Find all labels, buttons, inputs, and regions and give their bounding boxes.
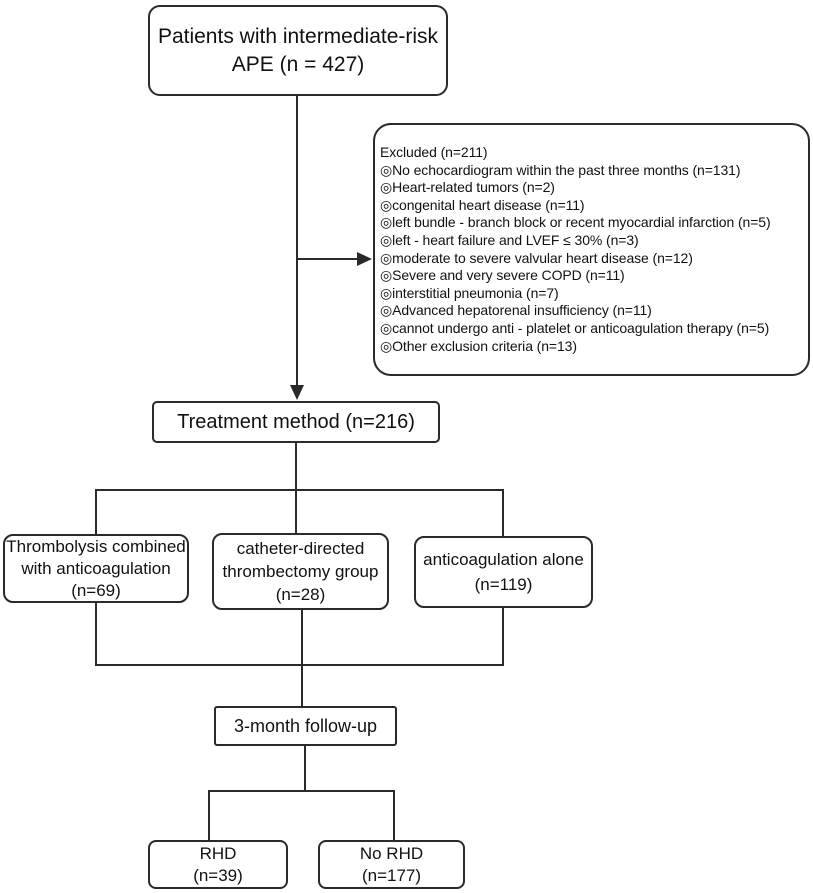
thrombectomy-box: catheter-directed thrombectomy group (n=… xyxy=(212,533,389,610)
treatment-method-box: Treatment method (n=216) xyxy=(152,401,440,443)
anticoagulation-line-1: anticoagulation alone xyxy=(423,550,584,569)
exclusion-item: ◎moderate to severe valvular heart disea… xyxy=(380,249,693,266)
thrombectomy-line-1: catheter-directed xyxy=(236,539,365,558)
treatment-method-label: Treatment method (n=216) xyxy=(177,410,415,433)
followup-box: 3-month follow-up xyxy=(214,706,397,746)
exclusion-item: ◎Severe and very severe COPD (n=11) xyxy=(380,267,625,284)
rhd-label: RHD xyxy=(199,843,237,863)
thrombolysis-box: Thrombolysis combined with anticoagulati… xyxy=(3,534,189,603)
rhd-box: RHD (n=39) xyxy=(148,840,288,889)
anticoagulation-box: anticoagulation alone (n=119) xyxy=(414,536,593,608)
exclusion-item: ◎interstitial pneumonia (n=7) xyxy=(380,284,559,301)
exclusion-item: ◎cannot undergo anti - platelet or antic… xyxy=(380,319,770,336)
thrombectomy-count: (n=28) xyxy=(275,585,326,604)
no-rhd-label: No RHD xyxy=(359,843,424,863)
thrombolysis-count: (n=69) xyxy=(71,580,121,600)
followup-label: 3-month follow-up xyxy=(233,715,378,736)
patients-line-1: Patients with intermediate-risk xyxy=(157,24,439,48)
exclusion-item: ◎left bundle - branch block or recent my… xyxy=(380,214,771,231)
excluded-box: Excluded (n=211) ◎No echocardiogram with… xyxy=(373,123,810,376)
right-arrowhead-icon xyxy=(357,252,372,266)
exclusion-item: ◎Advanced hepatorenal insufficiency (n=1… xyxy=(380,302,652,319)
patients-box: Patients with intermediate-risk APE (n =… xyxy=(148,5,448,96)
exclusion-item: ◎Other exclusion criteria (n=13) xyxy=(380,337,577,354)
exclusion-item: ◎Heart-related tumors (n=2) xyxy=(380,179,555,196)
excluded-title: Excluded (n=211) xyxy=(380,144,488,160)
rhd-count: (n=39) xyxy=(193,865,243,885)
no-rhd-count: (n=177) xyxy=(361,865,422,885)
patients-line-2: APE (n = 427) xyxy=(231,52,365,76)
exclusion-item: ◎left - heart failure and LVEF ≤ 30% (n=… xyxy=(380,231,639,248)
thrombolysis-line-2: with anticoagulation xyxy=(21,558,171,578)
thrombectomy-line-2: thrombectomy group xyxy=(222,562,379,581)
exclusion-item: ◎No echocardiogram within the past three… xyxy=(380,161,741,178)
thrombolysis-line-1: Thrombolysis combined xyxy=(6,536,186,556)
connector-lines xyxy=(95,96,504,841)
anticoagulation-count: (n=119) xyxy=(474,575,533,594)
down-arrowhead-icon xyxy=(290,385,304,400)
exclusion-item: ◎congenital heart disease (n=11) xyxy=(380,196,585,213)
no-rhd-box: No RHD (n=177) xyxy=(318,840,465,889)
